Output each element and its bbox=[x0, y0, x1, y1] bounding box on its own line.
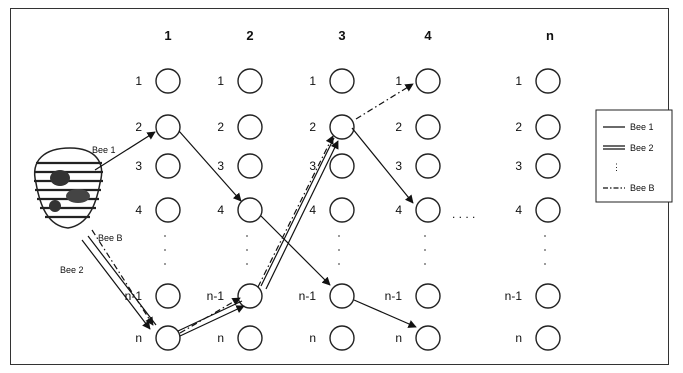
node-cn-r4 bbox=[535, 197, 561, 223]
row-label-c4-r1: 1 bbox=[395, 74, 402, 88]
node-c1-rn-1 bbox=[155, 283, 181, 309]
node-c2-r3 bbox=[237, 153, 263, 179]
node-c4-r1 bbox=[415, 68, 441, 94]
column-header-3: 3 bbox=[338, 28, 345, 43]
row-label-c3-r2: 2 bbox=[309, 120, 316, 134]
node-c1-r1 bbox=[155, 68, 181, 94]
legend-item-bee1: Bee 1 bbox=[630, 122, 654, 132]
row-label-c3-rn: n bbox=[309, 331, 316, 345]
vertical-dot-c1-1 bbox=[164, 249, 166, 251]
node-c3-r4 bbox=[329, 197, 355, 223]
row-label-c1-r3: 3 bbox=[135, 159, 142, 173]
node-c1-r3 bbox=[155, 153, 181, 179]
row-label-c4-r4: 4 bbox=[395, 203, 402, 217]
route-label-beeB: Bee B bbox=[98, 233, 123, 243]
row-label-c2-rn-1: n-1 bbox=[207, 289, 225, 303]
vertical-dot-c3-0 bbox=[338, 235, 340, 237]
route-label-bee1: Bee 1 bbox=[92, 145, 116, 155]
node-c3-r2 bbox=[329, 114, 355, 140]
route-beeB bbox=[91, 83, 414, 334]
vertical-dot-c1-0 bbox=[164, 235, 166, 237]
vertical-dot-c2-2 bbox=[246, 263, 248, 265]
row-label-cn-r4: 4 bbox=[515, 203, 522, 217]
node-c4-r3 bbox=[415, 153, 441, 179]
row-label-c4-r3: 3 bbox=[395, 159, 402, 173]
vertical-dot-c1-2 bbox=[164, 263, 166, 265]
row-label-c2-rn: n bbox=[217, 331, 224, 345]
row-label-c2-r3: 3 bbox=[217, 159, 224, 173]
row-label-c4-rn: n bbox=[395, 331, 402, 345]
hive-icon bbox=[34, 147, 103, 229]
row-label-c1-r2: 2 bbox=[135, 120, 142, 134]
legend-item-beeB: Bee B bbox=[630, 183, 655, 193]
vertical-dot-c3-1 bbox=[338, 249, 340, 251]
row-label-c3-r4: 4 bbox=[309, 203, 316, 217]
legend-vdots: ⋮ bbox=[612, 162, 621, 172]
route-bee1 bbox=[94, 130, 417, 328]
vertical-dot-cn-2 bbox=[544, 263, 546, 265]
node-cn-r2 bbox=[535, 114, 561, 140]
row-label-cn-rn-1: n-1 bbox=[505, 289, 523, 303]
node-c4-rn bbox=[415, 325, 441, 351]
node-c3-r1 bbox=[329, 68, 355, 94]
row-label-c1-rn: n bbox=[135, 331, 142, 345]
vertical-dot-c3-2 bbox=[338, 263, 340, 265]
node-c3-r3 bbox=[329, 153, 355, 179]
legend-item-bee2: Bee 2 bbox=[630, 143, 654, 153]
row-label-c2-r2: 2 bbox=[217, 120, 224, 134]
row-label-c3-r3: 3 bbox=[309, 159, 316, 173]
row-label-c2-r4: 4 bbox=[217, 203, 224, 217]
node-c3-rn bbox=[329, 325, 355, 351]
row-label-c1-r1: 1 bbox=[135, 74, 142, 88]
horizontal-ellipsis: . . . . bbox=[452, 207, 475, 221]
vertical-dot-cn-0 bbox=[544, 235, 546, 237]
vertical-dot-c4-1 bbox=[424, 249, 426, 251]
column-header-2: 2 bbox=[246, 28, 253, 43]
row-label-c3-r1: 1 bbox=[309, 74, 316, 88]
legend: Bee 1 Bee 2 ⋮ Bee B bbox=[595, 109, 673, 203]
row-label-cn-r2: 2 bbox=[515, 120, 522, 134]
vertical-dot-c4-0 bbox=[424, 235, 426, 237]
row-label-c1-r4: 4 bbox=[135, 203, 142, 217]
node-c2-r4 bbox=[237, 197, 263, 223]
vertical-dot-c4-2 bbox=[424, 263, 426, 265]
column-header-1: 1 bbox=[164, 28, 171, 43]
node-c1-rn bbox=[155, 325, 181, 351]
route-bee2 bbox=[81, 127, 414, 337]
node-cn-rn bbox=[535, 325, 561, 351]
column-header-4: 4 bbox=[424, 28, 432, 43]
row-label-c3-rn-1: n-1 bbox=[299, 289, 317, 303]
node-cn-rn-1 bbox=[535, 283, 561, 309]
row-label-cn-rn: n bbox=[515, 331, 522, 345]
row-label-cn-r1: 1 bbox=[515, 74, 522, 88]
node-c2-r1 bbox=[237, 68, 263, 94]
node-c4-r4 bbox=[415, 197, 441, 223]
node-c1-r4 bbox=[155, 197, 181, 223]
route-label-bee2: Bee 2 bbox=[60, 265, 84, 275]
node-cn-r1 bbox=[535, 68, 561, 94]
row-label-c2-r1: 1 bbox=[217, 74, 224, 88]
node-c1-r2 bbox=[155, 114, 181, 140]
node-c2-r2 bbox=[237, 114, 263, 140]
vertical-ellipsis-group bbox=[164, 235, 546, 265]
node-c3-rn-1 bbox=[329, 283, 355, 309]
row-label-c4-rn-1: n-1 bbox=[385, 289, 403, 303]
node-c4-rn-1 bbox=[415, 283, 441, 309]
vertical-dot-c2-1 bbox=[246, 249, 248, 251]
vertical-dot-c2-0 bbox=[246, 235, 248, 237]
column-header-n: n bbox=[546, 28, 554, 43]
node-c2-rn-1 bbox=[237, 283, 263, 309]
row-label-c4-r2: 2 bbox=[395, 120, 402, 134]
node-c2-rn bbox=[237, 325, 263, 351]
node-c4-r2 bbox=[415, 114, 441, 140]
vertical-dot-cn-1 bbox=[544, 249, 546, 251]
row-label-cn-r3: 3 bbox=[515, 159, 522, 173]
node-cn-r3 bbox=[535, 153, 561, 179]
